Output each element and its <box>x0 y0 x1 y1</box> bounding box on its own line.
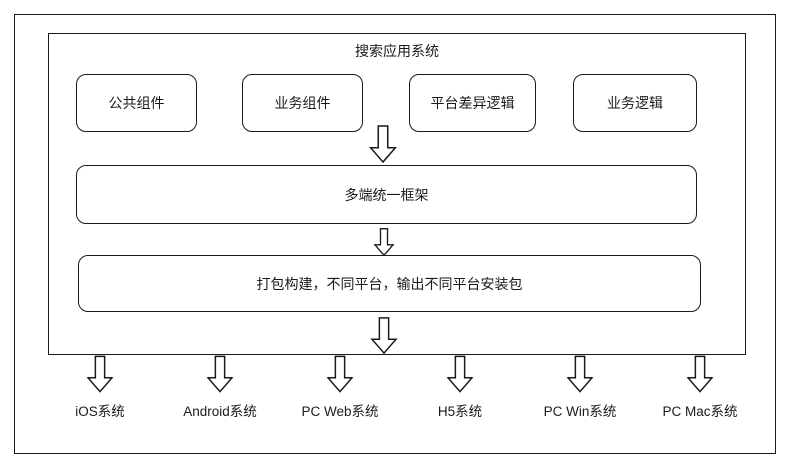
box-unified-framework-label: 多端统一框架 <box>344 186 429 203</box>
platform-android: Android系统 <box>160 354 280 420</box>
platform-label-pc-win: PC Win系统 <box>543 404 617 419</box>
platform-ios: iOS系统 <box>40 354 160 420</box>
platform-label-android: Android系统 <box>183 404 257 419</box>
box-unified-framework: 多端统一框架 <box>76 165 697 224</box>
box-common-components: 公共组件 <box>76 74 197 132</box>
box-business-logic: 业务逻辑 <box>573 74 697 132</box>
down-arrow-icon <box>370 317 398 354</box>
box-business-components: 业务组件 <box>242 74 363 132</box>
down-arrow-icon <box>207 355 233 393</box>
box-common-components-label: 公共组件 <box>108 95 165 111</box>
down-arrow-icon <box>447 355 473 393</box>
box-build-package: 打包构建，不同平台，输出不同平台安装包 <box>78 255 701 312</box>
platform-label-ios: iOS系统 <box>75 404 125 419</box>
platform-label-h5: H5系统 <box>437 404 483 419</box>
down-arrow-icon <box>373 228 395 256</box>
down-arrow-icon <box>567 355 593 393</box>
box-business-logic-label: 业务逻辑 <box>607 95 663 111</box>
down-arrow-icon <box>327 355 353 393</box>
platform-label-pc-mac: PC Mac系统 <box>662 404 738 419</box>
platform-pc-web: PC Web系统 <box>280 354 400 420</box>
down-arrow-icon <box>369 125 397 163</box>
box-platform-diff-logic: 平台差异逻辑 <box>409 74 536 132</box>
down-arrow-icon <box>87 355 113 393</box>
system-title: 搜索应用系统 <box>355 43 439 59</box>
down-arrow-icon <box>687 355 713 393</box>
platform-label-pc-web: PC Web系统 <box>301 404 379 419</box>
box-build-package-label: 打包构建，不同平台，输出不同平台安装包 <box>256 275 523 292</box>
platforms-row: iOS系统 Android系统 PC Web系统 H5系统 PC Win系统 <box>40 354 760 420</box>
box-platform-diff-logic-label: 平台差异逻辑 <box>430 95 515 111</box>
platform-h5: H5系统 <box>400 354 520 420</box>
platform-pc-mac: PC Mac系统 <box>640 354 760 420</box>
platform-pc-win: PC Win系统 <box>520 354 640 420</box>
box-business-components-label: 业务组件 <box>274 95 331 111</box>
